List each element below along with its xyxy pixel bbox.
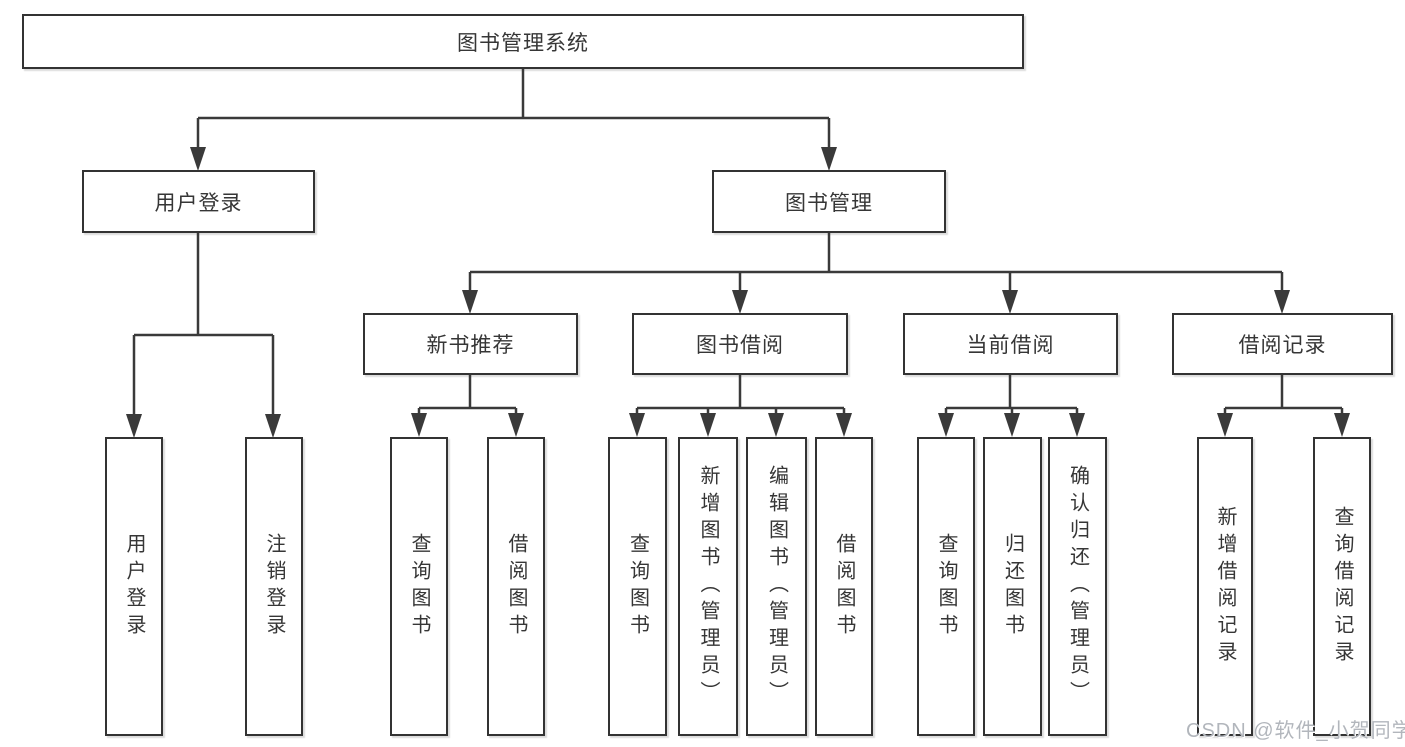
node-user-login-branch: 用户登录 (82, 170, 315, 233)
node-label: 编辑图书（管理员） (765, 465, 788, 708)
node-borrowing-records: 借阅记录 (1172, 313, 1393, 375)
leaf-user-login: 用户登录 (105, 437, 163, 736)
node-label: 查询借阅记录 (1331, 505, 1353, 668)
leaf-query-books-recommend: 查询图书 (390, 437, 448, 736)
node-label: 查询图书 (626, 532, 649, 641)
node-label: 图书借阅 (696, 334, 784, 357)
node-label: 查询图书 (408, 532, 430, 641)
node-new-book-recommendation: 新书推荐 (363, 313, 578, 375)
node-label: 新书推荐 (426, 334, 515, 357)
leaf-add-borrow-record: 新增借阅记录 (1197, 437, 1253, 736)
node-library-management-system: 图书管理系统 (22, 14, 1024, 69)
leaf-query-books-borrowing: 查询图书 (608, 437, 667, 736)
csdn-watermark: CSDN @软件_小贺同学 (1186, 720, 1405, 742)
node-label: 新增图书（管理员） (697, 465, 719, 708)
node-label: 图书管理系统 (457, 31, 589, 55)
leaf-edit-books-admin: 编辑图书（管理员） (746, 437, 807, 736)
node-label: 借阅图书 (833, 532, 855, 641)
node-book-management-branch: 图书管理 (712, 170, 946, 233)
leaf-borrow-books-recommend: 借阅图书 (487, 437, 545, 736)
leaf-query-books-current: 查询图书 (917, 437, 975, 736)
node-label: 注销登录 (263, 532, 285, 641)
node-label: 当前借阅 (966, 334, 1055, 357)
node-book-borrowing: 图书借阅 (632, 313, 848, 375)
node-label: 归还图书 (1001, 532, 1024, 641)
node-current-borrowing: 当前借阅 (903, 313, 1118, 375)
node-label: 查询图书 (935, 532, 957, 641)
leaf-borrow-books: 借阅图书 (815, 437, 873, 736)
node-label: 图书管理 (785, 191, 873, 215)
node-label: 借阅图书 (505, 532, 527, 641)
leaf-query-borrow-record: 查询借阅记录 (1313, 437, 1371, 736)
node-label: 用户登录 (123, 532, 145, 641)
leaf-add-books-admin: 新增图书（管理员） (678, 437, 738, 736)
leaf-return-books: 归还图书 (983, 437, 1042, 736)
leaf-logout: 注销登录 (245, 437, 303, 736)
node-label: 新增借阅记录 (1214, 505, 1236, 668)
leaf-confirm-return-admin: 确认归还（管理员） (1048, 437, 1107, 736)
node-label: 用户登录 (154, 191, 243, 215)
node-label: 借阅记录 (1238, 334, 1327, 357)
node-label: 确认归还（管理员） (1066, 465, 1089, 708)
